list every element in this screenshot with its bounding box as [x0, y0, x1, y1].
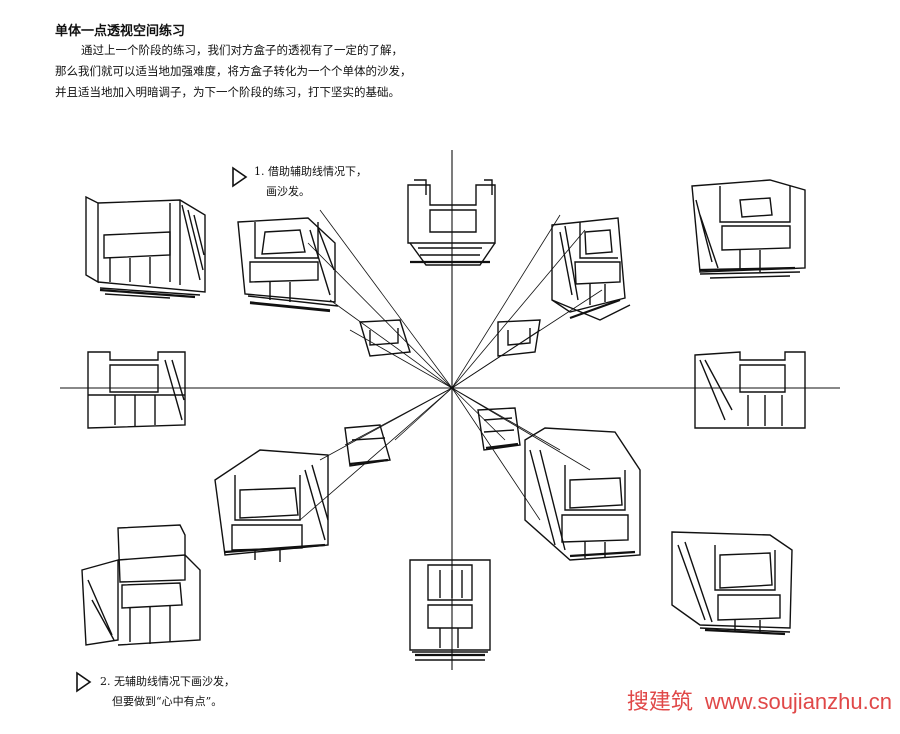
sofa-bottom-left — [81, 524, 201, 646]
sofa-lower-inner-right — [524, 427, 641, 561]
triangle-pointer-icon — [76, 671, 92, 693]
sofa-top-center — [407, 179, 496, 266]
note2-line-2: 但要做到“心中有点”。 — [112, 695, 223, 708]
perspective-guide-lines — [299, 209, 603, 521]
small-sofa-left-upper — [359, 319, 411, 357]
page-title: 单体一点透视空间练习 — [55, 24, 186, 39]
triangle-pointer-icon — [232, 166, 248, 188]
watermark: 搜建筑 www.soujianzhu.cn — [627, 684, 892, 716]
note-with-guides: 1. 借助辅助线情况下， 画沙发。 — [254, 162, 367, 202]
intro-line-1: 通过上一个阶段的练习，我们对方盒子的透视有了一定的了解， — [81, 43, 403, 57]
intro-line-2: 那么我们就可以适当地加强难度，将方盒子转化为一个个单体的沙发， — [55, 64, 412, 78]
watermark-url: www.soujianzhu.cn — [704, 689, 892, 714]
sofa-middle-left — [87, 351, 186, 429]
sofa-upper-inner-left — [237, 217, 339, 311]
note1-line-1: 1. 借助辅助线情况下， — [254, 165, 367, 178]
sofa-bottom-right — [671, 531, 793, 633]
sofa-top-right — [691, 179, 806, 279]
horizon-and-vertical-axes — [60, 150, 840, 670]
sofa-middle-right — [694, 351, 806, 429]
note1-line-2: 画沙发。 — [266, 185, 310, 198]
sofa-top-left — [85, 195, 206, 299]
sofa-sketches — [81, 179, 806, 661]
small-sofa-right-lower — [477, 407, 521, 451]
intro-paragraph: 通过上一个阶段的练习，我们对方盒子的透视有了一定的了解， 那么我们就可以适当地加… — [55, 40, 455, 103]
intro-line-3: 并且适当地加入明暗调子，为下一个阶段的练习，打下坚实的基础。 — [55, 85, 400, 99]
shading-hatch — [99, 260, 796, 657]
watermark-brand: 搜建筑 — [626, 689, 693, 714]
note-without-guides: 2. 无辅助线情况下画沙发， 但要做到“心中有点”。 — [100, 672, 235, 712]
note2-line-1: 2. 无辅助线情况下画沙发， — [100, 675, 235, 688]
sofa-bottom-center — [409, 559, 491, 661]
small-sofa-right-upper — [497, 319, 541, 357]
sofa-lower-inner-left — [214, 449, 329, 562]
small-sofa-left-lower — [344, 424, 391, 467]
sofa-upper-inner-right — [551, 217, 631, 321]
